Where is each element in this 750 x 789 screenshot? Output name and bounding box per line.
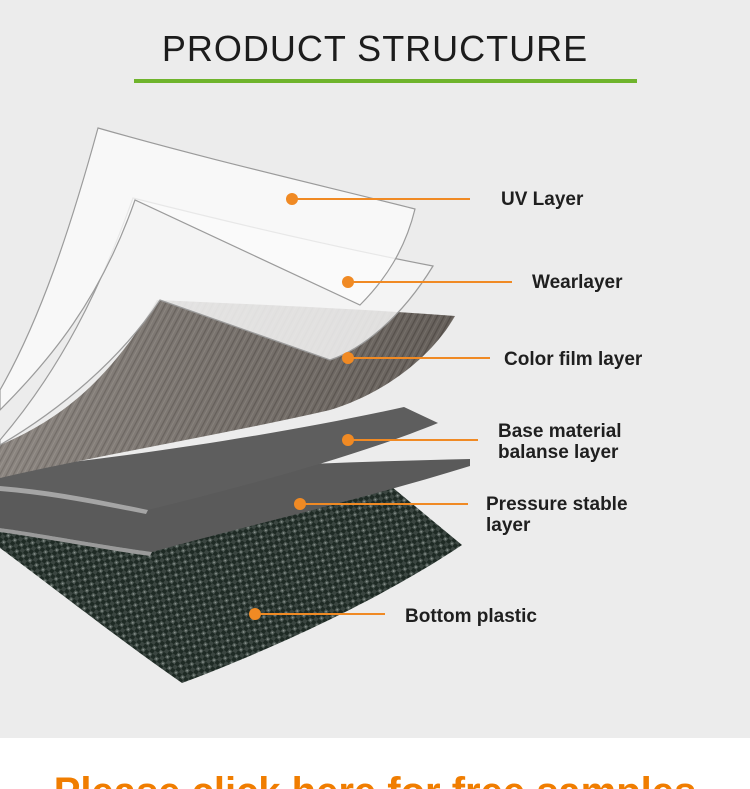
- pressure-stable-edge: [0, 528, 152, 556]
- wearlayer-pointer: [342, 276, 512, 288]
- color-film-label: Color film layer: [504, 349, 643, 370]
- base-material-pointer: [342, 434, 478, 446]
- base-material-label-line1: Base material: [498, 421, 622, 442]
- page-title: PRODUCT STRUCTURE: [161, 28, 589, 69]
- uv-layer-label: UV Layer: [501, 189, 584, 210]
- pressure-stable-label-line1: Pressure stable: [486, 494, 628, 515]
- uv-layer-pointer: [286, 193, 470, 205]
- base-material-sheet: [0, 407, 438, 510]
- color-film-pointer: [342, 352, 490, 364]
- layer-diagram: UV Layer Wearlayer Color film layer Base…: [0, 127, 643, 683]
- bottom-plastic-label: Bottom plastic: [405, 606, 537, 627]
- bottom-plastic-pointer: [249, 608, 385, 620]
- base-material-edge: [0, 486, 148, 514]
- free-samples-link[interactable]: Please click here for free samples: [0, 770, 750, 789]
- wearlayer-label: Wearlayer: [532, 272, 623, 293]
- base-material-label-line2: balanse layer: [498, 442, 619, 463]
- pressure-stable-pointer: [294, 498, 468, 510]
- title-underline: [134, 79, 637, 83]
- pressure-stable-label-line2: layer: [486, 515, 531, 536]
